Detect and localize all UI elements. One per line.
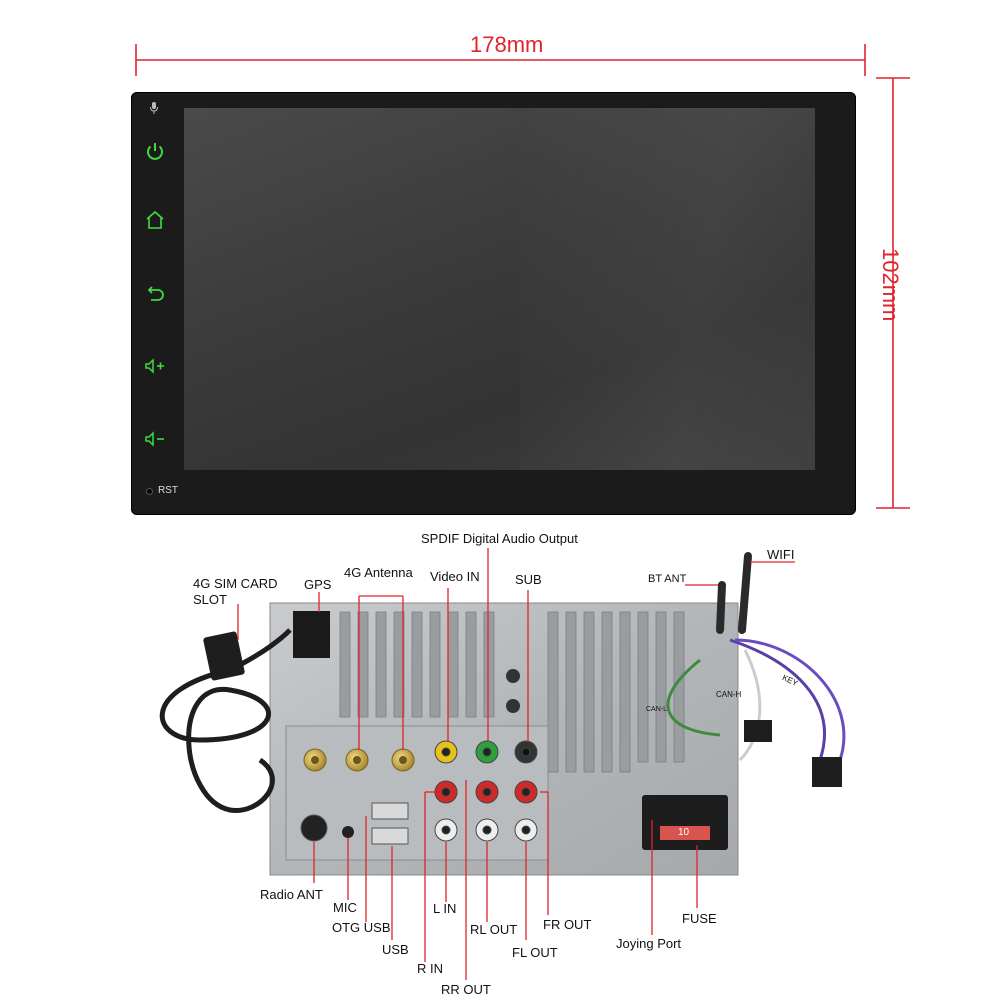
sim-plug <box>203 631 245 681</box>
rca-jacks <box>434 740 538 842</box>
joying-port-label: Joying Port <box>616 936 682 951</box>
cable-tag-can-l: CAN-L <box>646 706 668 713</box>
width-dimension-label: 178mm <box>470 32 544 57</box>
leader-lines <box>237 548 795 980</box>
fuse-label: FUSE <box>682 911 717 926</box>
mic-label: MIC <box>333 900 357 915</box>
fuse-value: 10 <box>678 827 690 838</box>
screen-glare <box>520 108 815 470</box>
home-icon <box>146 210 164 229</box>
reset-label: RST <box>158 485 178 496</box>
gps-label: GPS <box>304 577 332 592</box>
sim-slot-label-2: SLOT <box>193 592 227 607</box>
spdif-label: SPDIF Digital Audio Output <box>421 531 578 546</box>
antenna-4g-label: 4G Antenna <box>344 565 413 580</box>
volume-down-icon <box>145 431 164 447</box>
fl-out-label: FL OUT <box>512 945 558 960</box>
sma-connectors <box>303 748 415 772</box>
cable-tag-can-h: CAN-H <box>716 690 742 699</box>
radio-ant-socket <box>300 814 328 842</box>
back-button[interactable] <box>143 282 167 306</box>
rr-out-label: RR OUT <box>441 982 491 997</box>
back-icon <box>147 286 164 301</box>
microphone-icon <box>150 102 158 114</box>
display-screen[interactable] <box>184 108 815 470</box>
video-in-label: Video IN <box>430 569 480 584</box>
usb-label: USB <box>382 942 409 957</box>
usb-port-1 <box>371 802 409 820</box>
sim-slot-label-1: 4G SIM CARD <box>193 576 278 591</box>
rl-out-label: RL OUT <box>470 922 518 937</box>
sub-label: SUB <box>515 572 542 587</box>
harness-connector <box>642 795 728 850</box>
mic-socket <box>342 826 354 838</box>
radio-ant-label: Radio ANT <box>260 887 323 902</box>
power-button[interactable] <box>143 139 167 163</box>
r-in-label: R IN <box>417 961 443 976</box>
harness-wires <box>666 638 846 762</box>
l-in-label: L IN <box>433 901 457 916</box>
volume-down-button[interactable] <box>143 427 167 451</box>
fr-out-label: FR OUT <box>543 917 592 932</box>
volume-up-icon <box>145 358 164 374</box>
reset-hole[interactable] <box>146 488 153 495</box>
fuse <box>660 826 710 840</box>
harness-plug <box>812 757 842 787</box>
otg-usb-label: OTG USB <box>332 920 391 935</box>
gps-block <box>293 611 330 658</box>
home-button[interactable] <box>143 208 167 232</box>
wifi-label: WIFI <box>767 547 795 562</box>
antenna-cables <box>716 552 752 634</box>
cooling-fins <box>339 611 685 773</box>
bt-ant-label: BT ANT <box>648 573 687 585</box>
usb-port-2 <box>371 827 409 845</box>
connector-plate <box>285 725 549 861</box>
volume-up-button[interactable] <box>143 354 167 378</box>
power-icon <box>147 143 163 160</box>
